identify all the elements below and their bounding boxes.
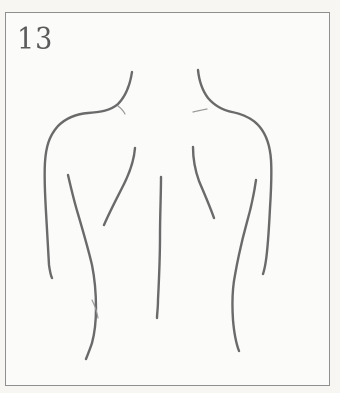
spine-line (157, 177, 161, 318)
left-scapula-line (104, 148, 135, 225)
right-scapula-line (193, 147, 214, 218)
right-waist-line (232, 180, 256, 351)
left-shoulder-inner-line (118, 106, 125, 114)
right-shoulder-inner-line (193, 109, 207, 112)
right-neck-shoulder-line (198, 70, 271, 274)
left-waist-line (68, 175, 96, 359)
